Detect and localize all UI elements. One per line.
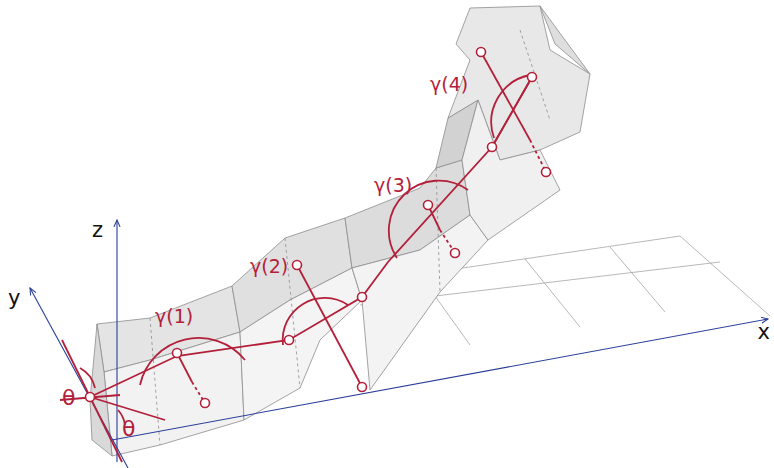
joint-markers	[86, 48, 551, 408]
axis-label: z	[92, 220, 103, 241]
axis-label: y	[8, 288, 20, 309]
coordinate-axes	[30, 220, 768, 468]
kinematic-chain	[60, 52, 546, 462]
axis-label: x	[758, 322, 770, 343]
joint-angle-label: γ(2)	[250, 257, 288, 276]
angle-label: θ	[62, 387, 75, 409]
joint-angle-label: γ(3)	[374, 176, 412, 195]
angle-label: θ	[122, 418, 135, 440]
module-wireframe	[90, 6, 590, 456]
joint-angle-label: γ(1)	[155, 307, 193, 326]
joint-angle-label: γ(4)	[430, 75, 468, 94]
